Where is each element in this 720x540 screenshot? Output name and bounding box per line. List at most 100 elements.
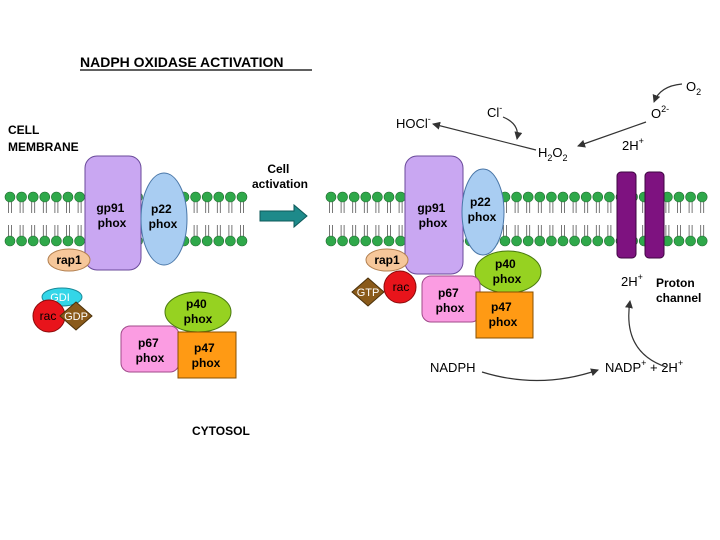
lipid-head bbox=[39, 191, 51, 203]
lipid-head bbox=[62, 235, 74, 247]
lipid-head bbox=[522, 191, 534, 203]
lipid-head bbox=[383, 235, 395, 247]
proton-channel-left-bar bbox=[616, 171, 637, 259]
lipid-head bbox=[74, 235, 85, 247]
lipid-head bbox=[337, 191, 348, 203]
lipid-head bbox=[395, 235, 406, 247]
lipid-head bbox=[499, 235, 511, 247]
right-complex: gp91 phox p22 phox rap1 GTP rac p40 phox… bbox=[351, 155, 701, 339]
lipid-head bbox=[673, 191, 685, 203]
rac-right-label: rac bbox=[393, 280, 410, 294]
nadph-label: NADPH bbox=[430, 360, 476, 375]
gp91-phox-right bbox=[404, 155, 464, 275]
p40-phox-left-label: p40 phox bbox=[184, 297, 213, 326]
gp91-phox-right-label: gp91 phox bbox=[417, 201, 448, 230]
nadp-label: NADP+ + 2H+ bbox=[605, 358, 683, 375]
lipid-head bbox=[4, 235, 16, 247]
lipid-head bbox=[74, 191, 85, 203]
lipid-head bbox=[696, 235, 708, 247]
lipid-head bbox=[580, 235, 592, 247]
superoxide-to-h2o2-arrow bbox=[577, 121, 647, 148]
gtp-right-label: GTP bbox=[357, 287, 380, 299]
lipid-head bbox=[51, 191, 62, 203]
p22-phox-left-label: p22 phox bbox=[149, 202, 178, 231]
lipid-head bbox=[696, 191, 708, 203]
lipid-head bbox=[201, 235, 213, 247]
rac-right bbox=[383, 270, 417, 304]
hocl-label: HOCl- bbox=[396, 114, 431, 131]
cytosol-label: CYTOSOL bbox=[192, 424, 250, 438]
lipid-head bbox=[51, 235, 62, 247]
lipid-head bbox=[27, 235, 39, 247]
p67-phox-left-label: p67 phox bbox=[136, 336, 165, 365]
p22-phox-right-label: p22 phox bbox=[468, 195, 497, 224]
proton-bottom-label: 2H+ bbox=[621, 272, 643, 289]
lipid-head bbox=[673, 235, 685, 247]
lipid-head bbox=[372, 191, 383, 203]
lipid-head bbox=[325, 235, 337, 247]
lipid-head bbox=[225, 191, 236, 203]
gtp-right bbox=[351, 277, 385, 307]
nadph-to-nadp-arrow bbox=[481, 368, 599, 382]
lipid-head bbox=[546, 191, 557, 203]
lipid-head bbox=[225, 235, 236, 247]
lipid-head bbox=[348, 235, 360, 247]
lipid-head bbox=[511, 191, 522, 203]
p47-phox-left-label: p47 phox bbox=[192, 341, 221, 370]
p40-phox-right-label: p40 phox bbox=[493, 257, 522, 286]
h2o2-to-hocl-arrow bbox=[432, 121, 537, 151]
p67-phox-right-label: p67 phox bbox=[436, 286, 465, 315]
left-complex: gp91 phox p22 phox rap1 GDI rac GDP p40 … bbox=[32, 155, 237, 379]
lipid-head bbox=[236, 191, 248, 203]
lipid-head bbox=[62, 191, 74, 203]
lipid-head bbox=[39, 235, 51, 247]
rap1-left-label: rap1 bbox=[56, 253, 82, 267]
p47-phox-left bbox=[177, 331, 237, 379]
lipid-head bbox=[534, 191, 546, 203]
superoxide-label: O2- bbox=[651, 104, 669, 121]
lipid-head bbox=[522, 235, 534, 247]
chloride-to-h2o2-arrow bbox=[502, 116, 523, 140]
lipid-head bbox=[372, 235, 383, 247]
lipid-head bbox=[213, 191, 225, 203]
lipid-head bbox=[201, 191, 213, 203]
p47-phox-right-label: p47 phox bbox=[489, 300, 518, 329]
lipid-head bbox=[337, 235, 348, 247]
proton-release-arrow bbox=[624, 300, 667, 368]
diagram-title: NADPH OXIDASE ACTIVATION bbox=[80, 54, 284, 70]
lipid-head bbox=[604, 191, 615, 203]
rap1-right-label: rap1 bbox=[374, 253, 400, 267]
lipid-head bbox=[4, 191, 16, 203]
lipid-head bbox=[348, 191, 360, 203]
activation-arrow bbox=[259, 203, 308, 229]
lipid-head bbox=[569, 235, 580, 247]
h2o2-label: H2O2 bbox=[538, 145, 568, 163]
lipid-head bbox=[685, 235, 696, 247]
chloride-label: Cl- bbox=[487, 103, 502, 120]
lipid-head bbox=[511, 235, 522, 247]
proton-channel-right-bar bbox=[644, 171, 665, 259]
lipid-head bbox=[557, 235, 569, 247]
lipid-head bbox=[383, 191, 395, 203]
rac-left-label: rac bbox=[40, 309, 57, 323]
lipid-head bbox=[592, 235, 604, 247]
lipid-head bbox=[16, 235, 27, 247]
proton-channel-label: Proton channel bbox=[656, 276, 701, 305]
p22-phox-left bbox=[140, 172, 188, 266]
gp91-phox-left-label: gp91 phox bbox=[96, 201, 127, 230]
lipid-head bbox=[16, 191, 27, 203]
lipid-head bbox=[604, 235, 615, 247]
p47-phox-right bbox=[475, 291, 534, 339]
lipid-head bbox=[685, 191, 696, 203]
lipid-head bbox=[360, 191, 372, 203]
o2-to-superoxide-arrow bbox=[652, 83, 683, 103]
lipid-head bbox=[592, 191, 604, 203]
rap1-left bbox=[47, 248, 91, 272]
cell-activation-label: Cell activation bbox=[252, 162, 308, 191]
lipid-head bbox=[236, 235, 248, 247]
lipid-head bbox=[395, 191, 406, 203]
gdp-left-label: GDP bbox=[64, 311, 88, 323]
lipid-head bbox=[213, 235, 225, 247]
lipid-head bbox=[534, 235, 546, 247]
